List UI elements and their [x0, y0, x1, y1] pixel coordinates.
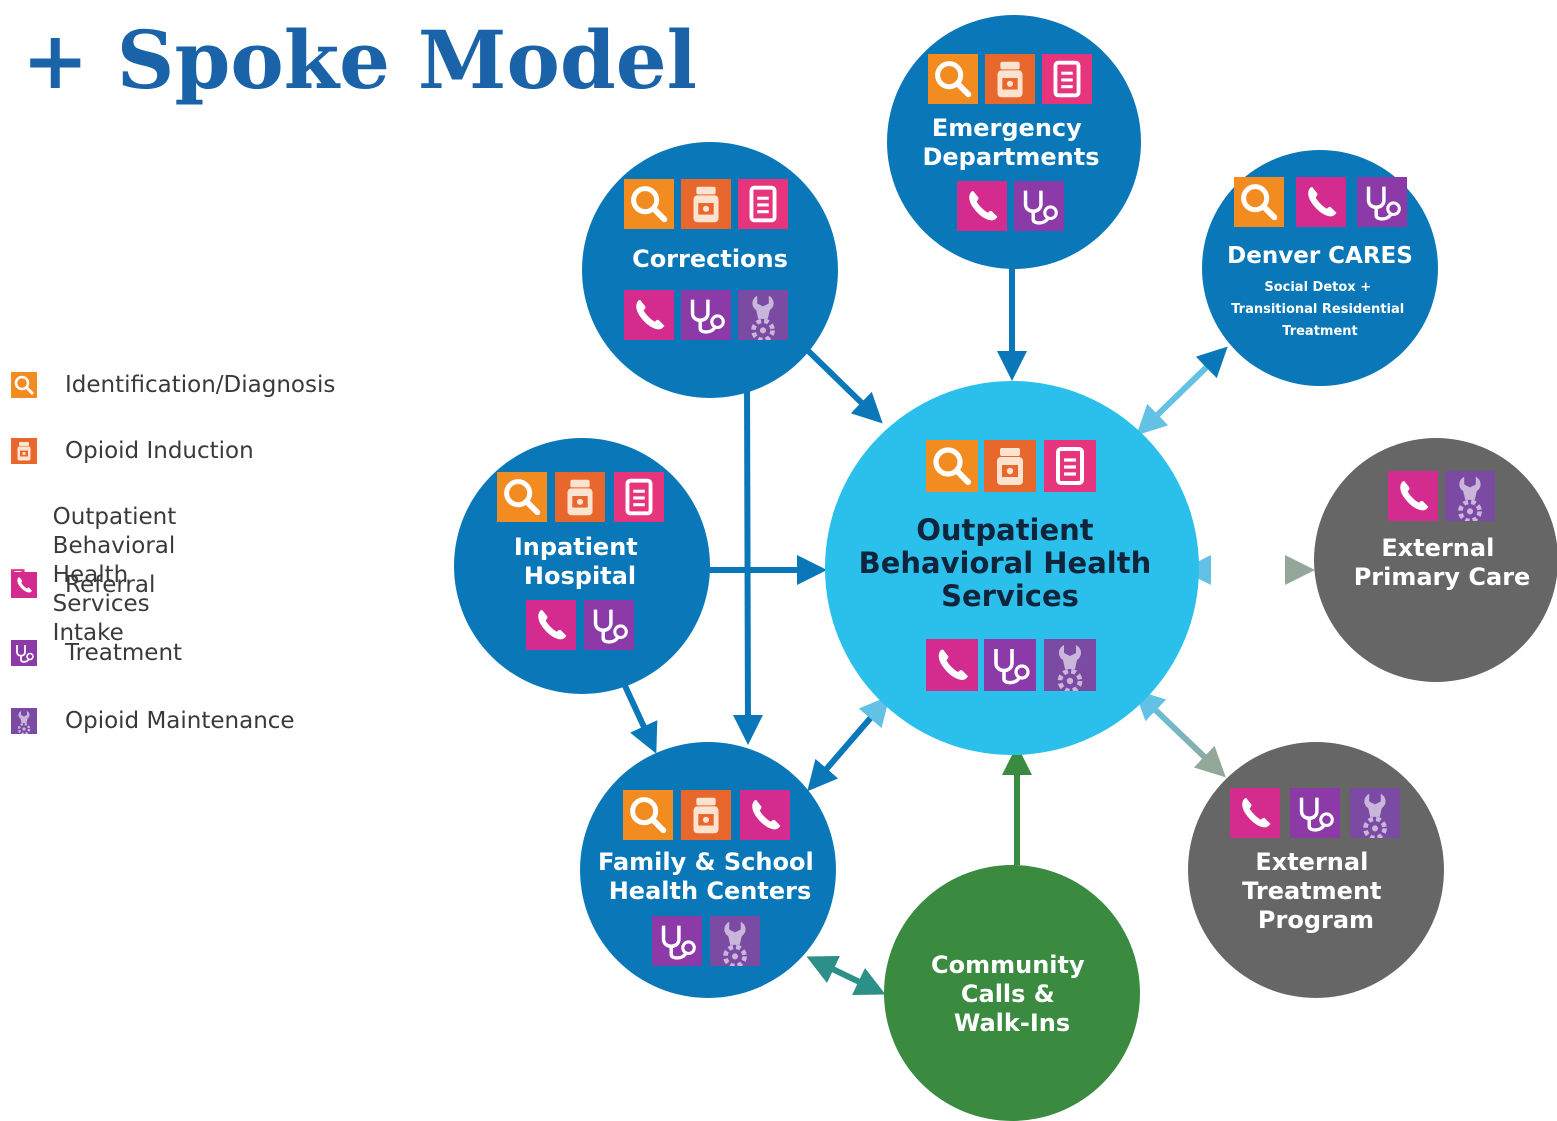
wrench-gear-icon [1044, 639, 1096, 691]
pill-bottle-icon [681, 790, 731, 840]
legend-item-intake: Outpatient Behavioral Health Services In… [11, 503, 189, 648]
legend-label: Referral [65, 572, 156, 598]
node-label: Emergency Departments [922, 114, 1099, 171]
pill-bottle-icon [681, 179, 731, 229]
magnifier-icon [928, 54, 978, 104]
node-inpatient-hospital: Inpatient Hospital [454, 438, 710, 694]
magnifier-icon [1234, 177, 1284, 227]
node-label: Family & School Health Centers [598, 848, 822, 905]
wrench-gear-icon [710, 916, 760, 966]
wrench-gear-icon [738, 290, 788, 340]
stethoscope-icon [984, 639, 1036, 691]
node-community-calls-walk-ins: Community Calls & Walk-Ins [884, 865, 1140, 1121]
clipboard-icon [738, 179, 788, 229]
node-label: Corrections [632, 245, 788, 273]
arrow-denver-hub [1136, 346, 1228, 436]
magnifier-icon [926, 440, 978, 492]
wrench-gear-icon [1350, 788, 1400, 838]
magnifier-icon [624, 179, 674, 229]
node-corrections: Corrections [582, 142, 838, 398]
legend-item-opioid-induction: Opioid Induction [11, 436, 254, 466]
legend-label: Opioid Induction [65, 438, 254, 464]
node-hub-outpatient-behavioral-health: Outpatient Behavioral Health Services [825, 381, 1199, 755]
clipboard-icon [1044, 440, 1096, 492]
stethoscope-icon [681, 290, 731, 340]
stethoscope-icon [584, 600, 634, 650]
magnifier-icon [497, 472, 547, 522]
node-family-school-health-centers: Family & School Health Centers [580, 742, 836, 998]
arrow-corrections-to-family [732, 379, 763, 745]
connectors [617, 262, 1315, 996]
legend-label: Identification/Diagnosis [65, 372, 336, 398]
phone-icon [740, 790, 790, 840]
clipboard-icon [614, 472, 664, 522]
wrench-gear-icon [1445, 471, 1495, 521]
pill-bottle-icon [985, 54, 1035, 104]
node-circle [1314, 438, 1557, 682]
node-label: Community Calls & Walk-Ins [931, 951, 1093, 1037]
node-label: External Treatment Program [1242, 848, 1390, 934]
legend-label: Treatment [65, 640, 183, 666]
node-emergency-departments: Emergency Departments [887, 15, 1141, 269]
magnifier-icon [623, 790, 673, 840]
node-label: Denver CARES [1227, 243, 1413, 269]
legend-label: Opioid Maintenance [65, 708, 295, 734]
clipboard-icon [1042, 54, 1092, 104]
phone-icon [1296, 177, 1346, 227]
node-label: Inpatient Hospital [514, 533, 646, 590]
phone-icon [624, 290, 674, 340]
phone-icon [926, 639, 978, 691]
stethoscope-icon [652, 916, 702, 966]
node-external-primary-care: External Primary Care [1314, 438, 1557, 682]
legend-item-identification: Identification/Diagnosis [11, 370, 335, 400]
node-circle [884, 865, 1140, 1121]
arrow-hub-treatment-program [1134, 689, 1226, 778]
stethoscope-icon [1290, 788, 1340, 838]
arrow-family-community [806, 955, 886, 996]
hub-label: Outpatient Behavioral Health Services [859, 513, 1162, 613]
stethoscope-icon [1357, 177, 1407, 227]
phone-icon [1388, 471, 1438, 521]
legend-item-treatment: Treatment [11, 638, 182, 668]
pill-bottle-icon [555, 472, 605, 522]
phone-icon [1230, 788, 1280, 838]
legend-item-referral: Referral [11, 570, 155, 600]
node-sublabel: Social Detox + Transitional Residential … [1231, 280, 1409, 339]
phone-icon [526, 600, 576, 650]
pill-bottle-icon [984, 440, 1036, 492]
phone-icon [957, 181, 1007, 231]
node-label: External Primary Care [1354, 534, 1531, 591]
node-denver-cares: Denver CARES Social Detox + Transitional… [1202, 150, 1438, 386]
page-title: b + Spoke Model [0, 13, 698, 107]
arrow-hub-family [807, 695, 890, 792]
legend-item-maintenance: Opioid Maintenance [11, 706, 295, 736]
node-external-treatment-program: External Treatment Program [1188, 742, 1444, 998]
legend-label: Outpatient Behavioral Health Services In… [52, 504, 177, 646]
hub-circle [825, 381, 1199, 755]
stethoscope-icon [1014, 181, 1064, 231]
